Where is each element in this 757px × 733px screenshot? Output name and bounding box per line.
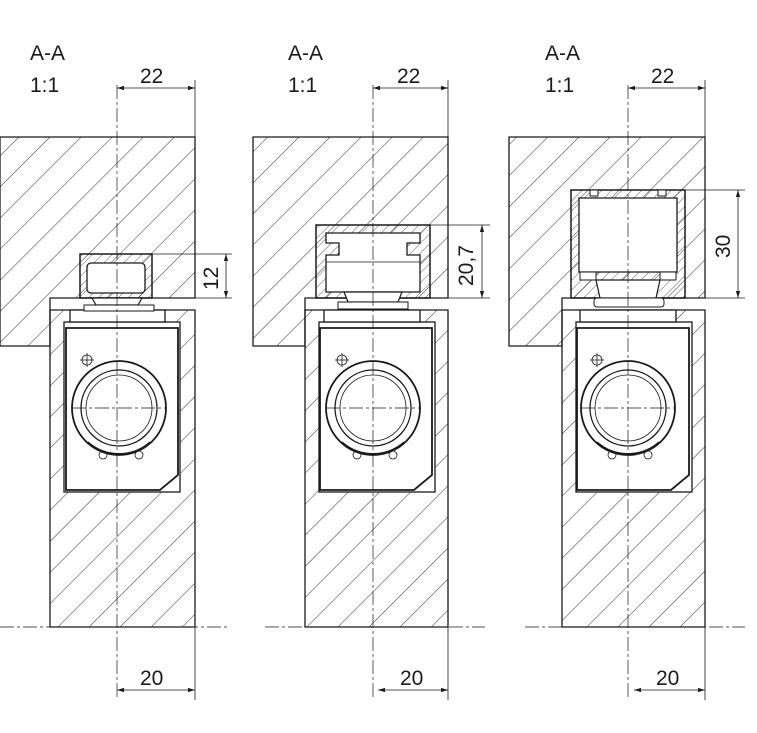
bottom-dimension: 20 (400, 667, 423, 690)
section-label: A-A (545, 42, 580, 65)
top-dimension: 22 (651, 65, 674, 88)
section-view-1 (0, 80, 232, 700)
side-dimension: 20,7 (455, 245, 478, 286)
section-label: A-A (288, 42, 323, 65)
bottom-dimension: 20 (140, 667, 163, 690)
scale-label: 1:1 (545, 74, 574, 97)
bottom-dimension: 20 (656, 667, 679, 690)
section-view-2 (252, 80, 490, 700)
top-dimension: 22 (397, 65, 420, 88)
section-view-3 (508, 80, 745, 700)
scale-label: 1:1 (288, 74, 317, 97)
side-dimension: 30 (712, 235, 735, 258)
top-dimension: 22 (140, 65, 163, 88)
section-label: A-A (30, 42, 65, 65)
side-dimension: 12 (200, 267, 223, 290)
scale-label: 1:1 (30, 74, 59, 97)
